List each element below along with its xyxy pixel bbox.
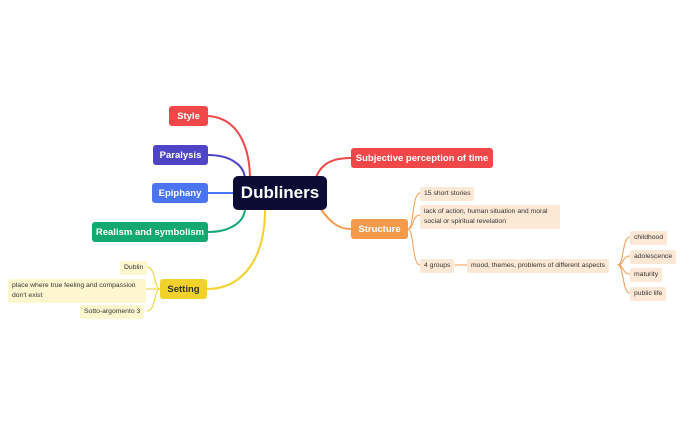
topic-subjective-perception-of-time[interactable]: Subjective perception of time [351, 148, 493, 168]
subtopic-mood-themes-problems[interactable]: mood, themes, problems of different aspe… [467, 259, 609, 273]
topic-structure[interactable]: Structure [351, 219, 408, 239]
subtopic-place-without-compassion[interactable]: place where true feeling and compassion … [8, 279, 146, 303]
subtopic-adolescence[interactable]: adolescence [630, 250, 677, 264]
topic-style[interactable]: Style [169, 106, 208, 126]
topic-setting[interactable]: Setting [160, 279, 207, 299]
subtopic-public-life[interactable]: public life [630, 287, 667, 301]
topic-epiphany[interactable]: Epiphany [152, 183, 208, 203]
subtopic-15-short-stories[interactable]: 15 short stories [420, 187, 475, 201]
subtopic-4-groups[interactable]: 4 groups [420, 259, 455, 273]
subtopic-lack-of-action[interactable]: lack of action, human situation and mora… [420, 205, 560, 229]
subtopic-childhood[interactable]: childhood [630, 231, 668, 245]
topic-paralysis[interactable]: Paralysis [153, 145, 208, 165]
root-topic[interactable]: Dubliners [233, 176, 327, 210]
subtopic-maturity[interactable]: maturity [630, 268, 663, 282]
subtopic-sotto-argomento-3[interactable]: Sotto-argomento 3 [80, 305, 145, 319]
topic-realism-and-symbolism[interactable]: Realism and symbolism [92, 222, 208, 242]
subtopic-dublin[interactable]: Dublin [120, 261, 148, 275]
